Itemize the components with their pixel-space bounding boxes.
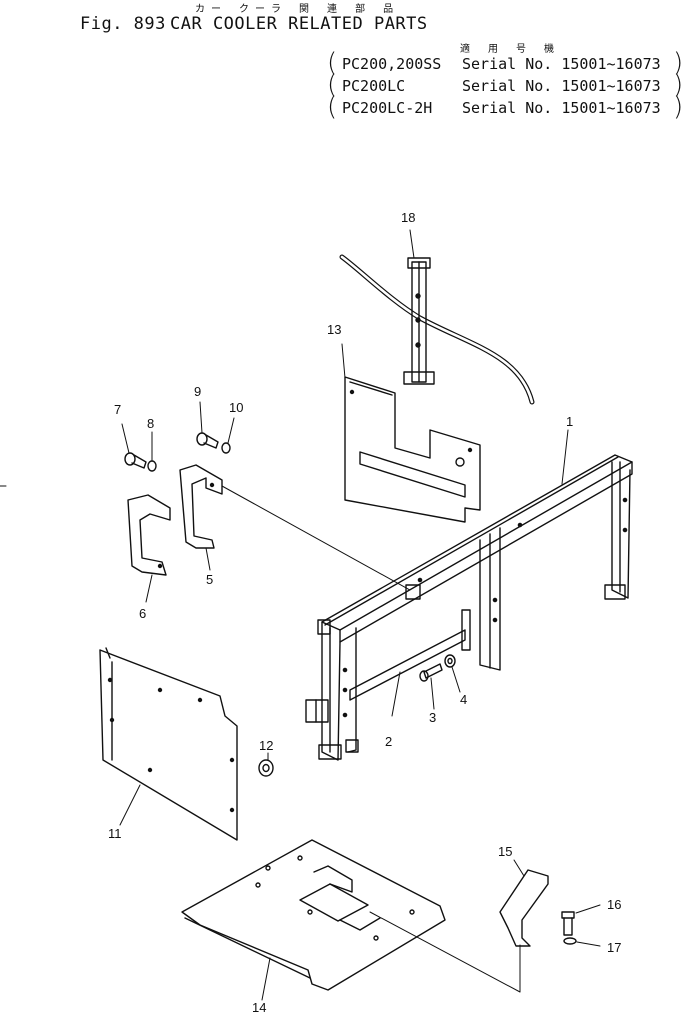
part-2-crossbar	[349, 609, 471, 717]
callout-17: 17	[607, 940, 621, 955]
serial-row-3: Serial No. 15001~16073	[462, 99, 661, 117]
part-6-bracket	[127, 494, 171, 603]
part-13-panel	[344, 376, 481, 523]
part-10-washer	[221, 417, 235, 454]
open-paren: (	[327, 70, 338, 100]
figure-number: Fig. 893	[80, 14, 166, 34]
part-3-bolt	[419, 663, 443, 710]
part-15-bracket	[499, 859, 549, 947]
model-row-3: PC200LC-2H	[342, 99, 433, 117]
part-1-frame	[305, 454, 633, 761]
part-4-washer	[444, 654, 461, 693]
japanese-subtitle: カー クーラ 関 連 部 品	[195, 4, 400, 15]
assembly-guide-line	[369, 911, 521, 993]
callout-15: 15	[498, 844, 512, 859]
part-5-bracket	[179, 464, 223, 571]
callout-11: 11	[108, 826, 122, 841]
callout-16: 16	[607, 897, 621, 912]
callout-18: 18	[401, 210, 415, 225]
callout-4: 4	[460, 692, 467, 707]
part-11-side-panel	[99, 647, 238, 841]
model-row-1: PC200,200SS	[342, 55, 442, 73]
callout-1: 1	[566, 414, 573, 429]
part-17-washer	[563, 937, 601, 947]
close-paren: )	[673, 70, 684, 100]
callout-8: 8	[147, 416, 154, 431]
callout-7: 7	[114, 402, 121, 417]
callout-6: 6	[139, 606, 146, 621]
open-paren: (	[327, 48, 338, 78]
applicability-label: 適 用 号 機	[460, 44, 561, 55]
open-paren: (	[327, 92, 338, 122]
serial-row-2: Serial No. 15001~16073	[462, 77, 661, 95]
part-18-hose-bracket	[339, 254, 535, 405]
figure-title: CAR COOLER RELATED PARTS	[170, 14, 428, 34]
part-9-bolt	[196, 401, 219, 449]
callout-5: 5	[206, 572, 213, 587]
part-8-washer	[147, 431, 157, 472]
callout-13: 13	[327, 322, 341, 337]
part-16-bolt	[561, 904, 601, 936]
callout-14: 14	[252, 1000, 266, 1015]
part-12-grommet	[258, 752, 274, 777]
serial-row-1: Serial No. 15001~16073	[462, 55, 661, 73]
callout-2: 2	[385, 734, 392, 749]
model-row-2: PC200LC	[342, 77, 406, 95]
part-14-base-plate	[181, 839, 446, 1001]
callout-10: 10	[229, 400, 243, 415]
callout-12: 12	[259, 738, 273, 753]
callout-3: 3	[429, 710, 436, 725]
part-7-bolt	[121, 423, 147, 469]
close-paren: )	[673, 92, 684, 122]
close-paren: )	[673, 48, 684, 78]
callout-9: 9	[194, 384, 201, 399]
